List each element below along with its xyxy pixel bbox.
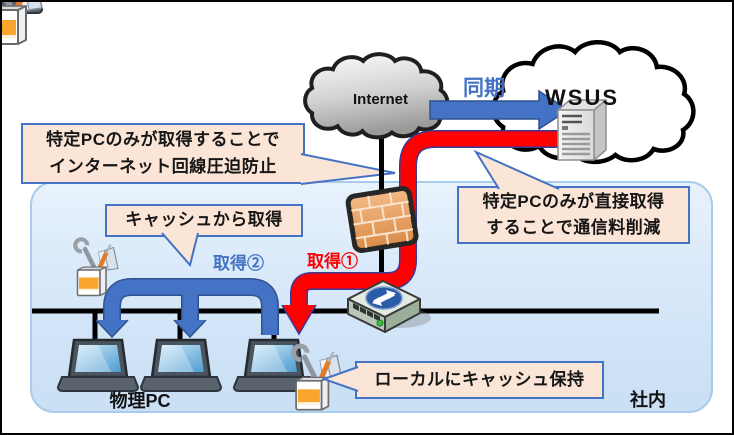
wsus-label: WSUS: [545, 85, 619, 110]
callout-datacost-line1: 特定PCのみが直接取得: [482, 191, 665, 211]
fetch-direct-label: 取得①: [307, 252, 358, 271]
firewall-icon: [345, 185, 419, 253]
callout-bandwidth-line1: 特定PCのみが取得することで: [45, 130, 281, 150]
laptop-icon: [139, 338, 223, 393]
callout-local-cache: ローカルにキャッシュ保持: [355, 361, 604, 399]
intranet-label: 社内: [630, 390, 666, 410]
internet-cloud-icon: [305, 54, 447, 137]
fetch-direct-arrow: [281, 130, 565, 336]
fetch-cache-arrow: [95, 278, 279, 339]
sync-label: 同期: [463, 77, 505, 100]
toolbox-icons: [2, 2, 342, 410]
callout-bandwidth: 特定PCのみが取得することで インターネット回線圧迫防止: [21, 123, 305, 184]
wsus-server-icon: [557, 99, 607, 161]
laptop-icon: [56, 338, 140, 393]
callout-local-cache-text: ローカルにキャッシュ保持: [374, 369, 585, 389]
physical-pc-label: 物理PC: [109, 391, 171, 411]
callout-datacost: 特定PCのみが直接取得 することで通信料削減: [457, 186, 690, 244]
callout-bandwidth-line2: インターネット回線圧迫防止: [49, 156, 277, 176]
callout-from-cache-text: キャッシュから取得: [125, 210, 283, 230]
callout-datacost-line2: することで通信料削減: [486, 218, 661, 237]
fetch-cache-label: 取得②: [213, 254, 264, 273]
callout-from-cache: キャッシュから取得: [105, 204, 303, 237]
internet-label: Internet: [353, 91, 409, 108]
router-icon: [347, 280, 431, 333]
sync-arrow: [429, 89, 570, 131]
lan-line: [32, 308, 659, 343]
